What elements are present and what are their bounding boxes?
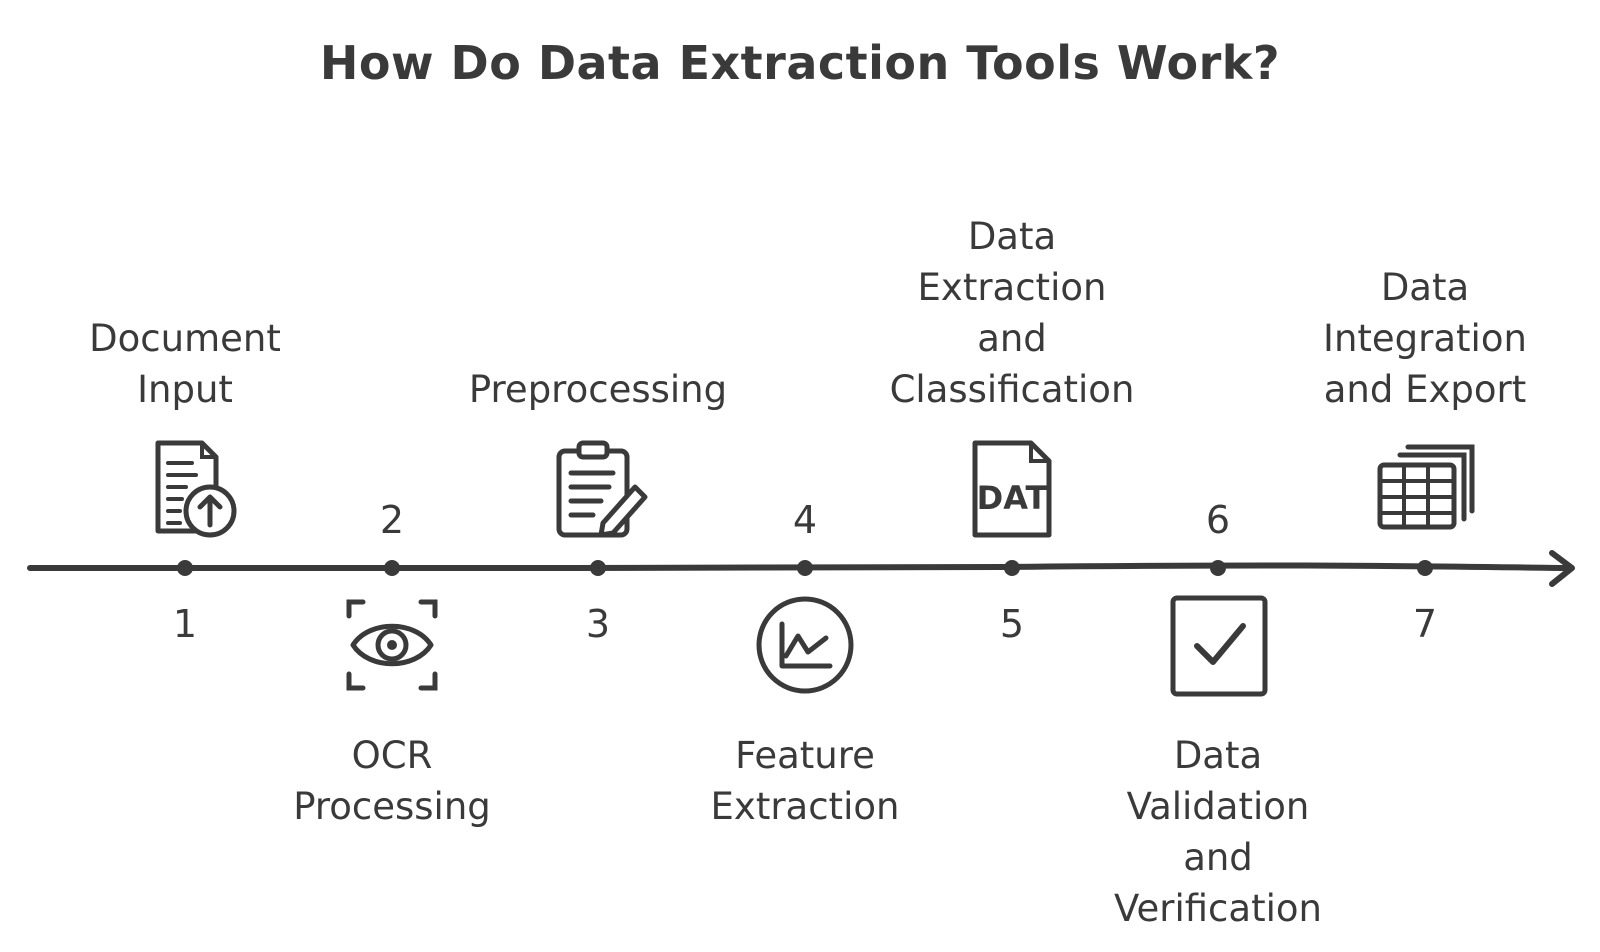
spreadsheet-stack-icon [1370, 435, 1480, 545]
step-label-2: OCR Processing [293, 734, 491, 828]
chart-circle-icon [750, 590, 860, 700]
timeline-axis [27, 562, 1573, 572]
timeline-dot-4 [797, 560, 813, 576]
step-label-5: Data Extraction and Classification [889, 215, 1135, 411]
step-number-5: 5 [999, 602, 1025, 646]
timeline-dot-6 [1210, 560, 1226, 576]
timeline-dot-3 [590, 560, 606, 576]
step-label-1: Document Input [89, 317, 281, 411]
step-number-7: 7 [1412, 602, 1438, 646]
timeline-dot-7 [1417, 560, 1433, 576]
dat-file-icon: DAT [957, 435, 1067, 545]
step-number-1: 1 [172, 602, 198, 646]
eye-scan-icon [337, 590, 447, 700]
step-number-3: 3 [585, 602, 611, 646]
step-number-4: 4 [792, 498, 818, 542]
page-title: How Do Data Extraction Tools Work? [319, 36, 1281, 90]
timeline-dot-2 [384, 560, 400, 576]
step-label-7: Data Integration and Export [1323, 266, 1527, 411]
timeline-arrowhead [1549, 550, 1575, 587]
clipboard-edit-icon [543, 435, 653, 545]
svg-text:DAT: DAT [977, 479, 1048, 517]
document-upload-icon [130, 435, 240, 545]
step-label-3: Preprocessing [468, 368, 728, 411]
timeline-dot-5 [1004, 560, 1020, 576]
checkbox-icon [1163, 590, 1273, 700]
step-number-6: 6 [1205, 498, 1231, 542]
step-number-2: 2 [379, 498, 405, 542]
timeline-dot-1 [177, 560, 193, 576]
step-label-4: Feature Extraction [710, 734, 900, 828]
step-label-6: Data Validation and Verification [1114, 734, 1322, 930]
